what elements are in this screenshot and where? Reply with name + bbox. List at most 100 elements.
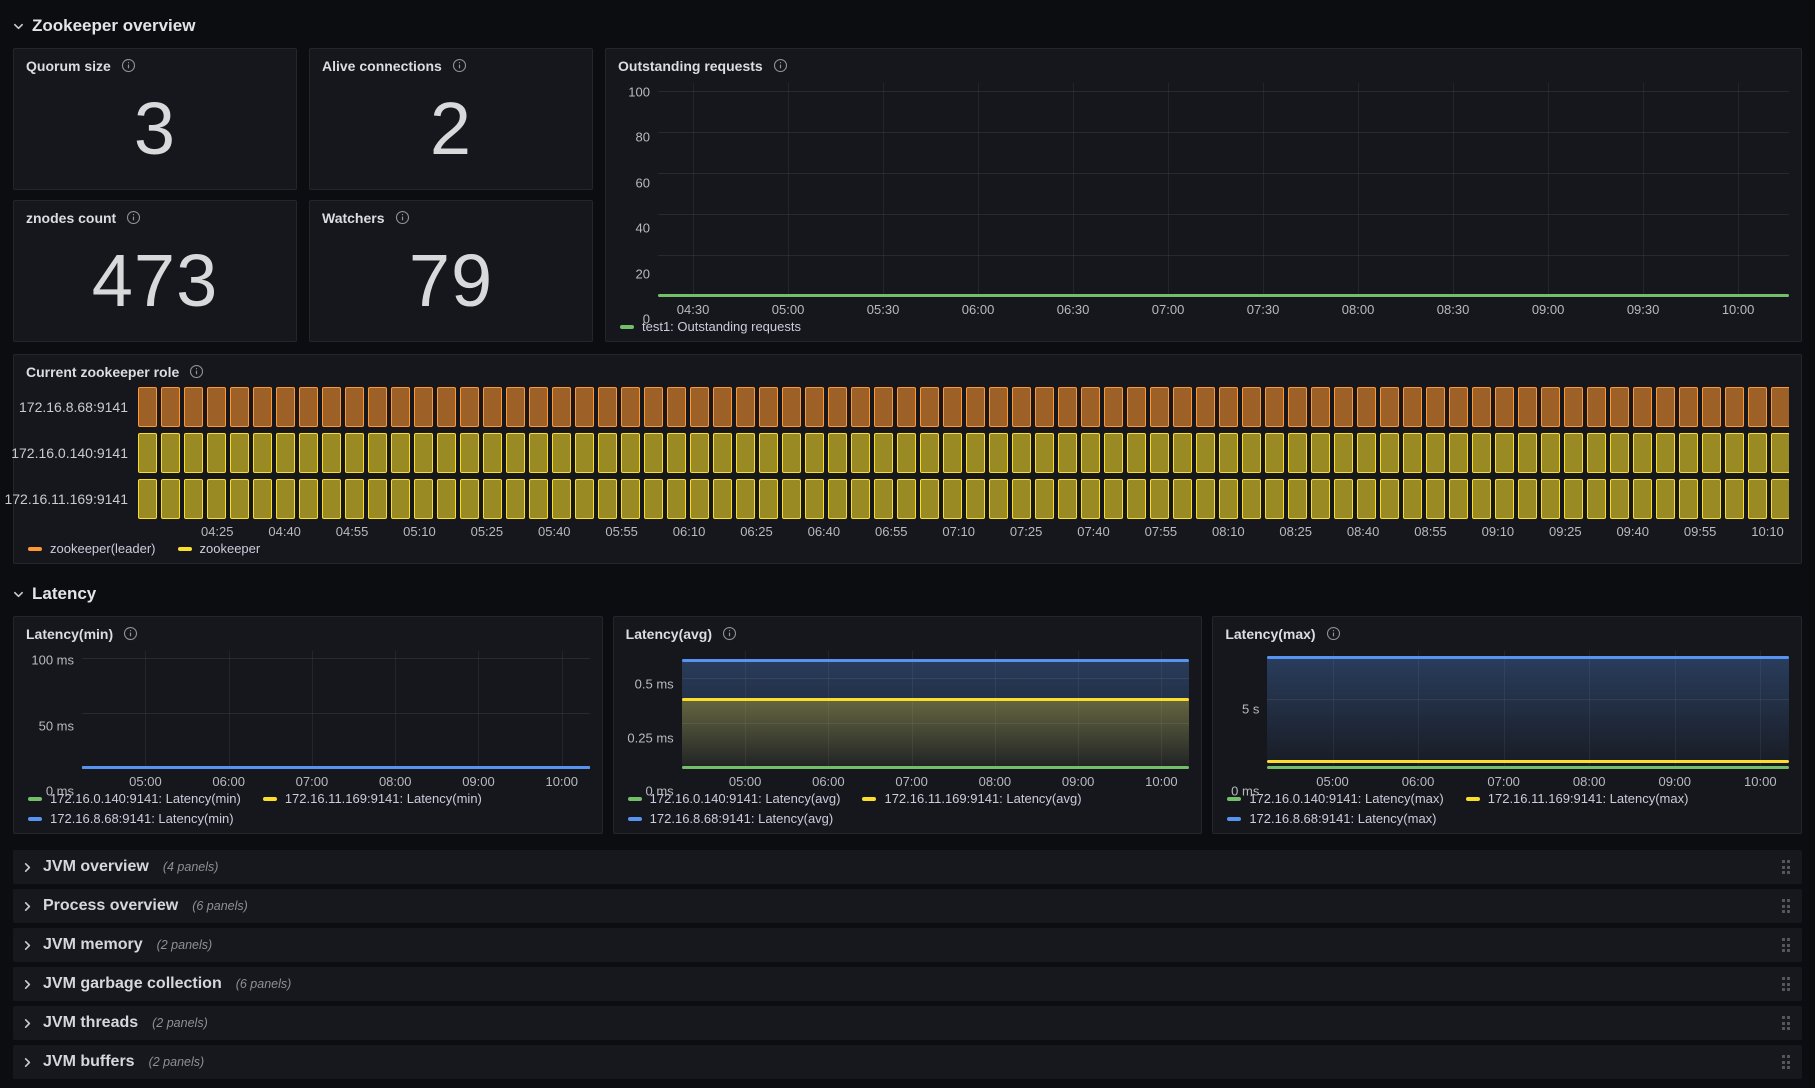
legend-item[interactable]: 172.16.0.140:9141: Latency(avg)	[627, 791, 840, 806]
state-bar[interactable]	[1173, 387, 1192, 427]
state-bar[interactable]	[1311, 433, 1330, 473]
state-bar[interactable]	[575, 479, 594, 519]
state-bar[interactable]	[1380, 387, 1399, 427]
state-bar[interactable]	[322, 433, 341, 473]
state-bar[interactable]	[897, 479, 916, 519]
state-bar[interactable]	[1725, 387, 1744, 427]
state-bar[interactable]	[644, 479, 663, 519]
state-bar[interactable]	[552, 387, 571, 427]
state-bar[interactable]	[805, 387, 824, 427]
plot-area[interactable]	[681, 651, 1190, 769]
legend-item[interactable]: 172.16.8.68:9141: Latency(min)	[28, 811, 234, 826]
state-bar[interactable]	[437, 387, 456, 427]
state-bar[interactable]	[414, 479, 433, 519]
state-bar[interactable]	[1081, 387, 1100, 427]
state-bar[interactable]	[368, 433, 387, 473]
state-bar[interactable]	[1564, 433, 1583, 473]
legend-item[interactable]: 172.16.0.140:9141: Latency(max)	[1227, 791, 1444, 806]
state-bar[interactable]	[1656, 387, 1675, 427]
drag-handle-icon[interactable]	[1778, 895, 1795, 917]
state-bar[interactable]	[529, 433, 548, 473]
state-bar[interactable]	[1564, 387, 1583, 427]
state-bar[interactable]	[1058, 387, 1077, 427]
state-bar[interactable]	[736, 433, 755, 473]
state-bar[interactable]	[1403, 433, 1422, 473]
state-bar[interactable]	[943, 433, 962, 473]
row-header-jvm-threads[interactable]: JVM threads(2 panels)	[13, 1006, 1802, 1040]
state-bar[interactable]	[1380, 433, 1399, 473]
state-bar[interactable]	[391, 433, 410, 473]
state-bar[interactable]	[230, 387, 249, 427]
plot-area[interactable]	[658, 83, 1789, 297]
state-bar[interactable]	[437, 433, 456, 473]
state-bar[interactable]	[667, 387, 686, 427]
state-bar[interactable]	[1288, 387, 1307, 427]
drag-handle-icon[interactable]	[1778, 1012, 1795, 1034]
state-bar[interactable]	[1771, 433, 1789, 473]
state-bar[interactable]	[1035, 433, 1054, 473]
state-bar[interactable]	[1518, 433, 1537, 473]
state-bar[interactable]	[1081, 433, 1100, 473]
state-bar[interactable]	[1679, 479, 1698, 519]
drag-handle-icon[interactable]	[1778, 934, 1795, 956]
state-bar[interactable]	[1173, 433, 1192, 473]
state-bar[interactable]	[966, 387, 985, 427]
state-bar[interactable]	[1426, 479, 1445, 519]
state-bar[interactable]	[391, 387, 410, 427]
state-bar[interactable]	[690, 387, 709, 427]
state-bar[interactable]	[1495, 479, 1514, 519]
state-bar[interactable]	[989, 387, 1008, 427]
state-bar[interactable]	[1196, 433, 1215, 473]
state-bar[interactable]	[1426, 387, 1445, 427]
state-bar[interactable]	[1357, 479, 1376, 519]
state-bar[interactable]	[207, 387, 226, 427]
state-bar[interactable]	[1058, 479, 1077, 519]
state-bar[interactable]	[506, 479, 525, 519]
state-bar[interactable]	[1288, 433, 1307, 473]
state-bar[interactable]	[1265, 433, 1284, 473]
state-bar[interactable]	[1127, 433, 1146, 473]
state-bar[interactable]	[621, 433, 640, 473]
state-bar[interactable]	[989, 479, 1008, 519]
state-bar[interactable]	[276, 387, 295, 427]
legend-item[interactable]: test1: Outstanding requests	[620, 319, 801, 334]
state-bar[interactable]	[920, 433, 939, 473]
state-bar[interactable]	[920, 387, 939, 427]
state-bar[interactable]	[368, 479, 387, 519]
state-bar[interactable]	[644, 433, 663, 473]
state-bar[interactable]	[207, 479, 226, 519]
state-bar[interactable]	[1334, 433, 1353, 473]
state-bar[interactable]	[552, 433, 571, 473]
state-bar[interactable]	[736, 479, 755, 519]
state-bar[interactable]	[713, 433, 732, 473]
row-header-jvm-garbage-collection[interactable]: JVM garbage collection(6 panels)	[13, 967, 1802, 1001]
state-bar[interactable]	[391, 479, 410, 519]
state-bar[interactable]	[276, 433, 295, 473]
row-header-process-overview[interactable]: Process overview(6 panels)	[13, 889, 1802, 923]
state-bar[interactable]	[966, 433, 985, 473]
state-bar[interactable]	[1334, 387, 1353, 427]
state-bar[interactable]	[1541, 433, 1560, 473]
state-bar[interactable]	[575, 433, 594, 473]
state-bar[interactable]	[598, 387, 617, 427]
state-bar[interactable]	[253, 433, 272, 473]
state-bar[interactable]	[138, 433, 157, 473]
state-bar[interactable]	[667, 433, 686, 473]
state-bar[interactable]	[1265, 479, 1284, 519]
state-bar[interactable]	[1058, 433, 1077, 473]
state-bar[interactable]	[1242, 479, 1261, 519]
state-bar[interactable]	[805, 479, 824, 519]
state-bar[interactable]	[437, 479, 456, 519]
state-bar[interactable]	[184, 433, 203, 473]
state-bar[interactable]	[943, 387, 962, 427]
state-bar[interactable]	[598, 479, 617, 519]
state-bar[interactable]	[943, 479, 962, 519]
state-bar[interactable]	[1127, 479, 1146, 519]
state-bar[interactable]	[138, 479, 157, 519]
state-bar[interactable]	[782, 433, 801, 473]
state-bar[interactable]	[1426, 433, 1445, 473]
info-icon[interactable]	[1326, 626, 1341, 641]
state-bar[interactable]	[184, 387, 203, 427]
state-bar[interactable]	[1150, 479, 1169, 519]
state-bar[interactable]	[1656, 433, 1675, 473]
